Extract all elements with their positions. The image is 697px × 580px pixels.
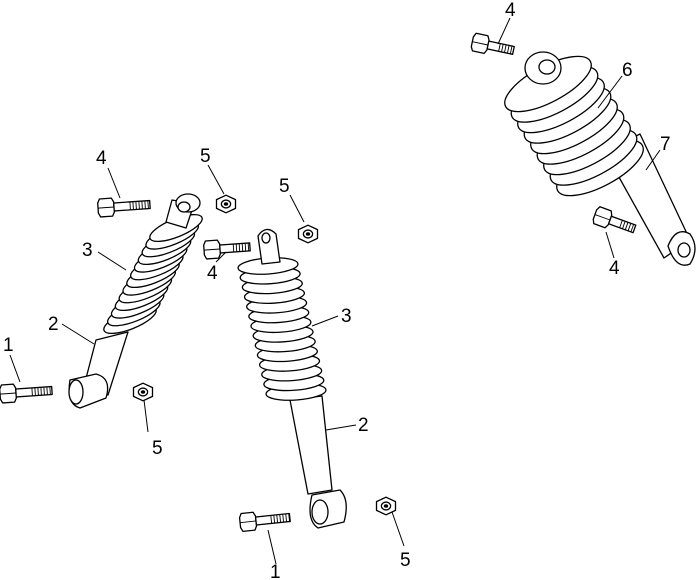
callout-4-right: 4 [609,258,620,279]
callout-1-bottom: 1 [270,562,281,580]
bolt-head-edge [0,392,17,395]
bolt-thread [135,201,137,210]
bolt-item-4-center [203,239,251,260]
bolt-thread [282,514,285,523]
bolt-thread [622,221,626,229]
middle-shock-spring [237,257,327,401]
bolt-thread [270,515,273,524]
bolt-item-1-left [0,383,53,404]
callout-5-top-left: 5 [200,146,211,167]
right-shock-top-eye-hole [538,59,556,75]
bolts [0,32,637,533]
callout-4-top-right: 4 [505,0,516,21]
bolt-thread [273,515,276,524]
bolt-thread [506,45,510,54]
right-shock-bottom-eye-hole [677,242,691,258]
bolt-thread [43,387,45,396]
bolt-thread [624,222,629,230]
bolt-thread [627,223,632,231]
bolt-thread [630,224,635,233]
bolt-thread [235,243,238,252]
left-shock-absorber [68,193,203,409]
left-shock-spring [103,213,203,335]
bolt-item-4-right [592,206,637,234]
bolt-thread [504,44,507,53]
bolt-thread [241,243,244,252]
callout-3-left: 3 [82,240,93,261]
callout-2-left: 2 [48,314,59,335]
bolt-thread [244,243,247,252]
bolt-thread [132,201,134,210]
bolt-thread [34,387,36,396]
callout-4-center: 4 [207,263,218,284]
nut-item-5-lower-left [132,382,154,402]
callout-2-middle: 2 [358,415,369,436]
callout-numbers: 1 1 2 2 3 3 4 4 4 4 5 5 5 5 6 7 [3,0,671,580]
callout-1-left: 1 [3,335,14,356]
bolt-thread [46,386,48,395]
bolt-thread [138,201,140,210]
middle-shock-bottom-eye-hole [311,499,329,525]
bolt-thread [279,514,282,523]
right-shock-absorber [504,51,696,266]
bolt-thread [141,201,143,210]
bolt-item-4-left [97,197,151,218]
callout-5-lower-left: 5 [152,438,163,459]
bolt-shank [486,40,515,55]
nut-item-5-bottom-right [375,496,397,516]
bolt-head-edge [472,41,489,46]
bolt-head-edge [204,248,221,251]
callout-4-left: 4 [96,148,107,169]
bolt-thread [498,43,501,52]
bolt-shank [15,385,53,398]
bolt-item-1-bottom [238,511,291,533]
callout-6: 6 [622,60,633,81]
nut-item-5-top-left [215,194,237,214]
bolt-thread [144,200,146,209]
bolt-thread [129,201,131,210]
callout-3-middle: 3 [341,306,352,327]
nut-thread-shade [223,202,229,206]
bolt-head-edge [240,520,257,524]
bolt-thread [147,200,149,209]
bolt-shank [254,512,291,526]
callout-5-bottom-right: 5 [400,550,411,571]
bolt-head-edge [594,214,611,221]
bolt-shank [113,199,151,212]
bolt-thread [285,513,287,522]
leader-lines [9,17,661,565]
nut-item-5-middle [297,224,319,244]
nut-thread-shade [140,390,146,394]
nut-thread-shade [305,232,311,236]
nut-thread-shade [383,504,389,508]
bolt-thread [40,387,42,396]
bolt-thread [247,242,250,252]
bolt-thread [37,387,39,396]
bolt-thread [49,386,51,395]
bolt-thread [232,244,235,253]
nuts [132,194,397,516]
callout-7: 7 [660,134,671,155]
middle-shock-top-eye-hole [261,232,271,244]
bolt-item-4-top-right [470,32,515,55]
bolt-thread [619,220,623,228]
bolt-thread [501,44,504,53]
middle-shock-lower-tube [289,395,333,495]
left-shock-top-eye-hole [177,201,191,213]
bolt-thread [288,513,290,522]
callout-5-middle: 5 [279,176,290,197]
bolt-head-edge [98,206,115,209]
bolt-thread [509,45,513,54]
bolt-thread [238,243,241,252]
bolt-thread [276,514,279,523]
left-shock-bottom-eye-hole [68,379,84,405]
bolt-thread [31,387,33,396]
middle-shock-absorber [237,228,347,529]
